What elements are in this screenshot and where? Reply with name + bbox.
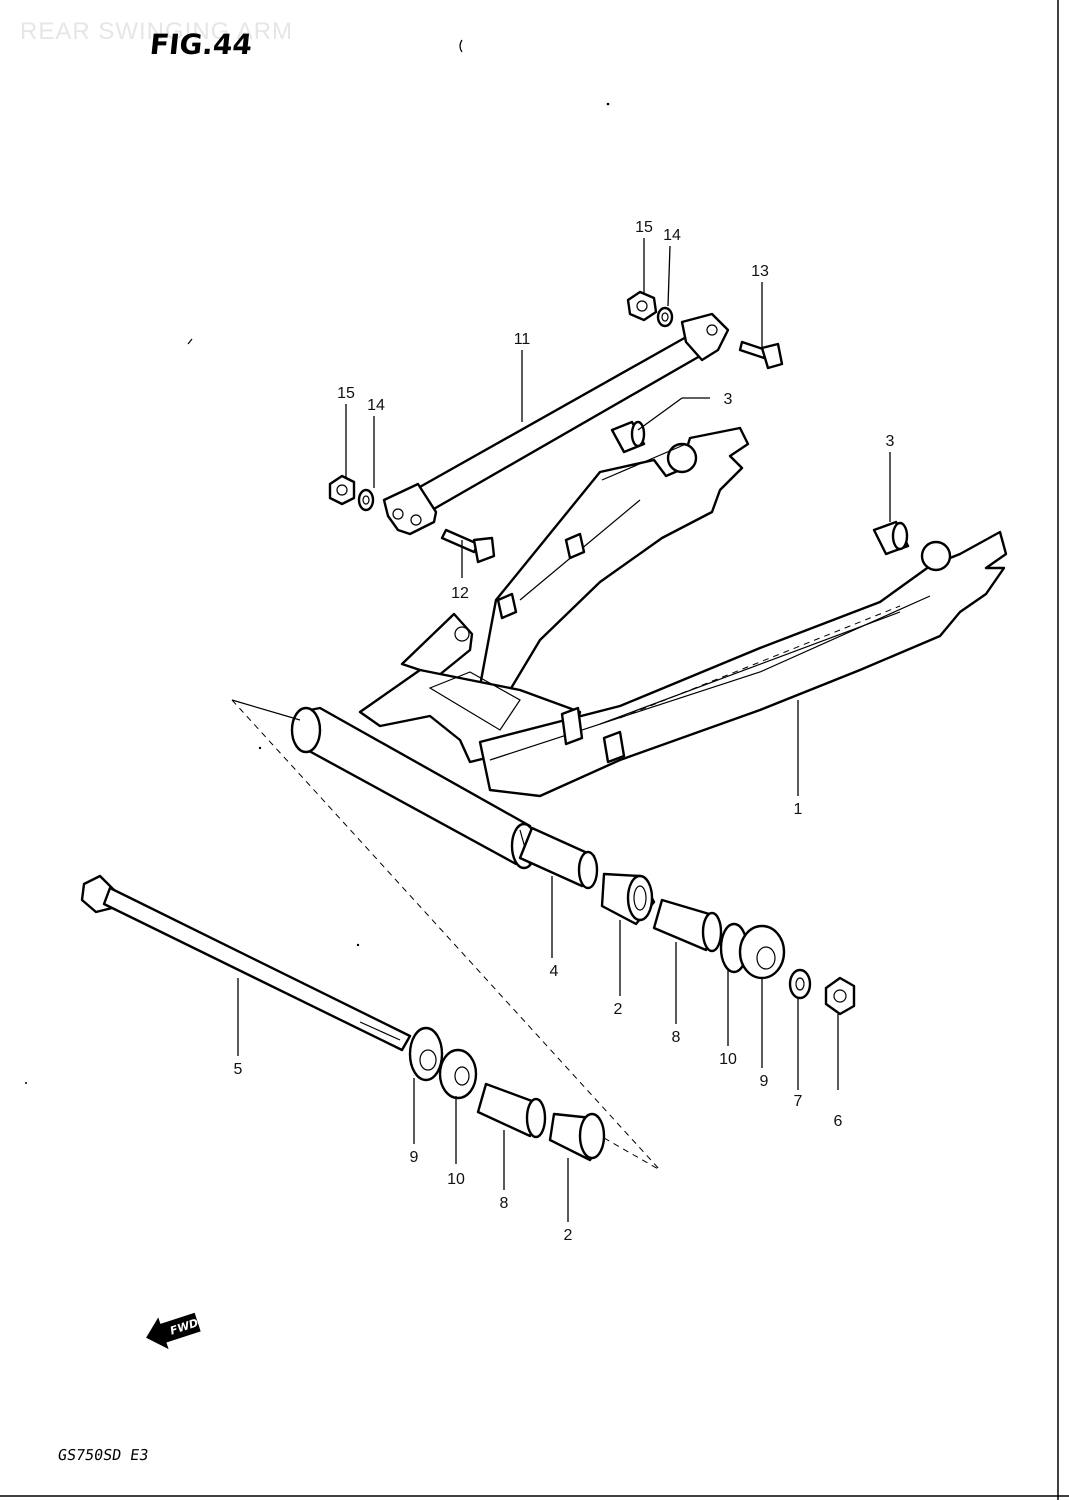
callout-10-right: 10: [719, 1051, 737, 1068]
dust-seal-10-left: [438, 1048, 478, 1100]
callout-3-left: 3: [724, 391, 733, 408]
callout-10-left: 10: [447, 1171, 465, 1188]
callout-13: 13: [751, 263, 769, 280]
callout-15-front: 15: [635, 219, 653, 236]
callout-4: 4: [550, 963, 559, 980]
callout-9-right: 9: [760, 1073, 769, 1090]
callout-12: 12: [451, 585, 469, 602]
callout-2-left: 2: [564, 1227, 573, 1244]
callout-7: 7: [794, 1093, 803, 1110]
callout-14-front: 14: [663, 227, 681, 244]
forward-arrow-icon: [146, 1312, 201, 1350]
bolt-12: [440, 528, 496, 564]
callout-11: 11: [514, 331, 531, 348]
centerline-end: [603, 1137, 661, 1171]
spacer-8-left: [476, 1082, 547, 1139]
model-code: GS750SD E3: [56, 1446, 150, 1464]
cap-9-right: [738, 924, 786, 980]
cap-9-left: [408, 1026, 444, 1082]
pivot-shaft-5: [80, 874, 412, 1052]
torque-link-rod: [382, 312, 730, 536]
forward-arrow: FWD: [146, 1312, 201, 1350]
centerline-start-tick: [231, 699, 301, 721]
callout-6: 6: [834, 1113, 843, 1130]
section-watermark: REAR SWINGING ARM: [20, 18, 294, 45]
callout-14-rear: 14: [367, 397, 385, 414]
assembly-centerline: [231, 699, 661, 1171]
scan-specks: [25, 39, 610, 1084]
swinging-arm: [290, 426, 1008, 870]
washer-14-rear: [357, 488, 375, 512]
pivot-spacer-4: [518, 826, 599, 890]
bolt-13: [738, 340, 784, 370]
callout-3-right: 3: [886, 433, 895, 450]
callout-1: 1: [794, 801, 803, 818]
bearing-2-left: [548, 1112, 606, 1162]
leader-lines: [237, 238, 891, 1222]
spacer-8-right: [652, 898, 723, 953]
callout-2-right: 2: [614, 1001, 623, 1018]
nut-6: [824, 976, 856, 1016]
callout-9-left: 9: [410, 1149, 419, 1166]
callout-labels: 15 14 13 11 3 15 14 3 12 1 4 2 8 10 9 7 …: [234, 219, 895, 1244]
washer-14-front: [656, 306, 674, 328]
washer-7: [788, 968, 812, 1000]
bushing-3-left: [610, 420, 646, 454]
callout-5: 5: [234, 1061, 243, 1078]
nut-15-front: [626, 290, 658, 322]
bearing-2-right: [600, 872, 656, 926]
callout-15-rear: 15: [337, 385, 355, 402]
callout-8-right: 8: [672, 1029, 681, 1046]
callout-8-left: 8: [500, 1195, 509, 1212]
bushing-3-right: [872, 520, 910, 556]
nut-15-rear: [328, 474, 356, 506]
